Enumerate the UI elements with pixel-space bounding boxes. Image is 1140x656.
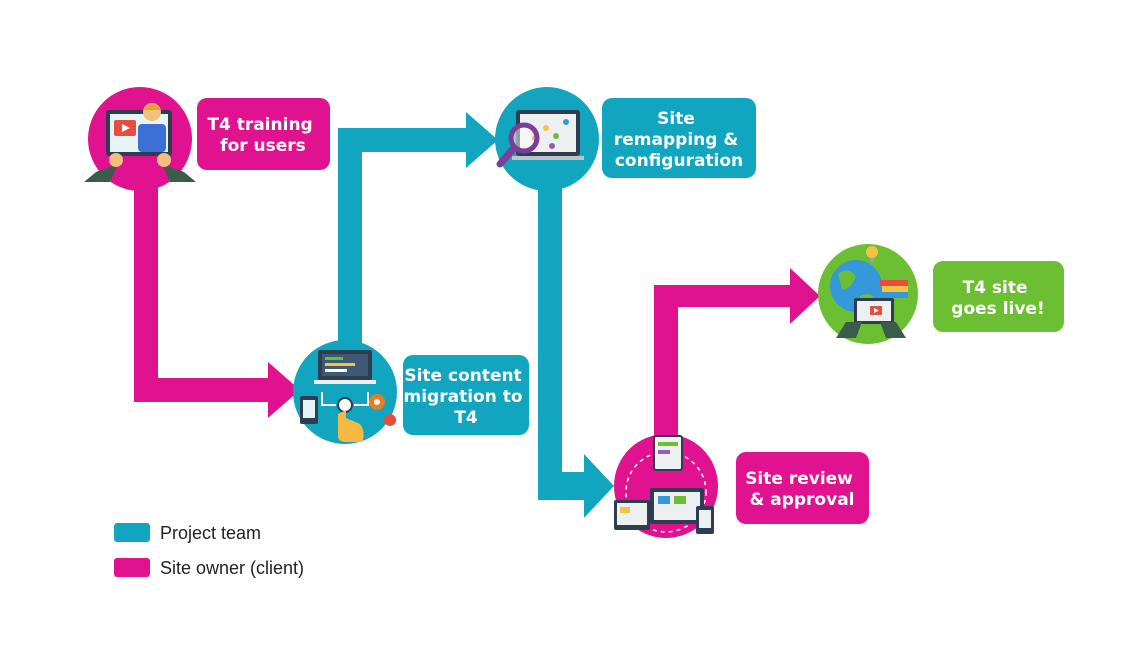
step-remapping-label: Site remapping & configuration <box>614 109 744 171</box>
step-migration-label: Site content migration to T4 <box>404 366 529 428</box>
responsive-devices-icon <box>614 435 714 534</box>
arrow-review-to-golive <box>654 268 820 442</box>
legend-swatch-project-team <box>114 523 150 542</box>
step-review-label: Site review & approval <box>745 469 859 510</box>
step-remapping: Site remapping & configuration <box>495 87 756 191</box>
step-training: T4 training for users <box>84 87 330 191</box>
step-golive-box <box>933 261 1064 332</box>
training-video-icon <box>84 103 196 182</box>
step-golive-label: T4 site goes live! <box>951 278 1044 319</box>
legend-label-site-owner: Site owner (client) <box>160 558 304 578</box>
legend-item-site-owner: Site owner (client) <box>114 558 304 578</box>
step-review-box <box>736 452 869 524</box>
content-migration-icon <box>300 350 396 442</box>
legend-label-project-team: Project team <box>160 523 261 543</box>
arrow-remapping-to-review <box>538 180 614 518</box>
legend: Project team Site owner (client) <box>114 523 304 578</box>
step-training-label: T4 training for users <box>207 115 318 156</box>
step-training-box <box>197 98 330 170</box>
step-review: Site review & approval <box>614 434 869 538</box>
arrow-migration-to-remapping <box>338 112 498 350</box>
step-golive: T4 site goes live! <box>818 244 1064 344</box>
step-migration-box <box>403 355 529 435</box>
step-migration: Site content migration to T4 <box>293 340 529 444</box>
legend-item-project-team: Project team <box>114 523 261 543</box>
legend-swatch-site-owner <box>114 558 150 577</box>
globe-launch-icon <box>830 246 908 338</box>
arrow-training-to-migration <box>134 170 300 418</box>
step-remapping-box <box>602 98 756 178</box>
analytics-magnifier-icon <box>496 110 584 168</box>
